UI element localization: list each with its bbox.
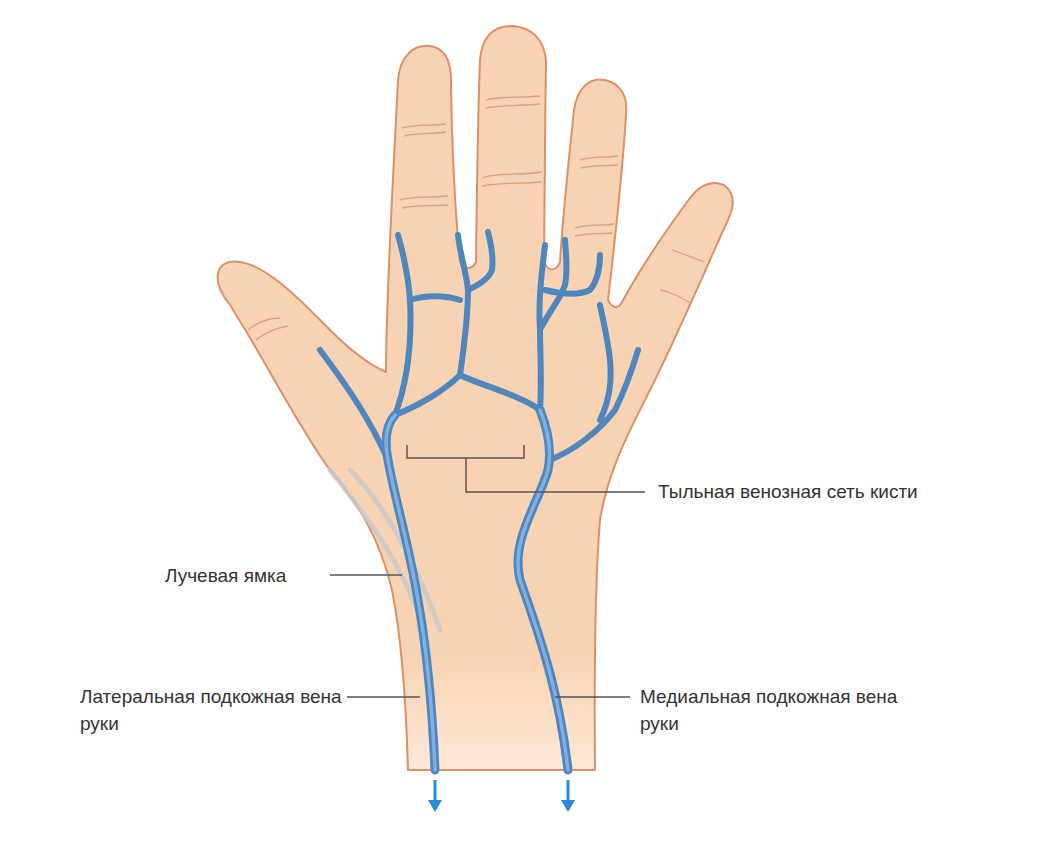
leader-line bbox=[330, 445, 645, 697]
anatomy-label: Тыльная венозная сеть кисти bbox=[658, 478, 918, 505]
flow-arrow bbox=[428, 780, 575, 812]
anatomy-label: Медиальная подкожная вена руки bbox=[640, 683, 902, 737]
vein bbox=[320, 232, 638, 770]
skin-creases bbox=[248, 96, 704, 340]
anatomy-label: Латеральная подкожная вена руки bbox=[80, 683, 342, 737]
hand-outline bbox=[218, 26, 733, 770]
anatomy-label: Лучевая ямка bbox=[165, 562, 286, 589]
